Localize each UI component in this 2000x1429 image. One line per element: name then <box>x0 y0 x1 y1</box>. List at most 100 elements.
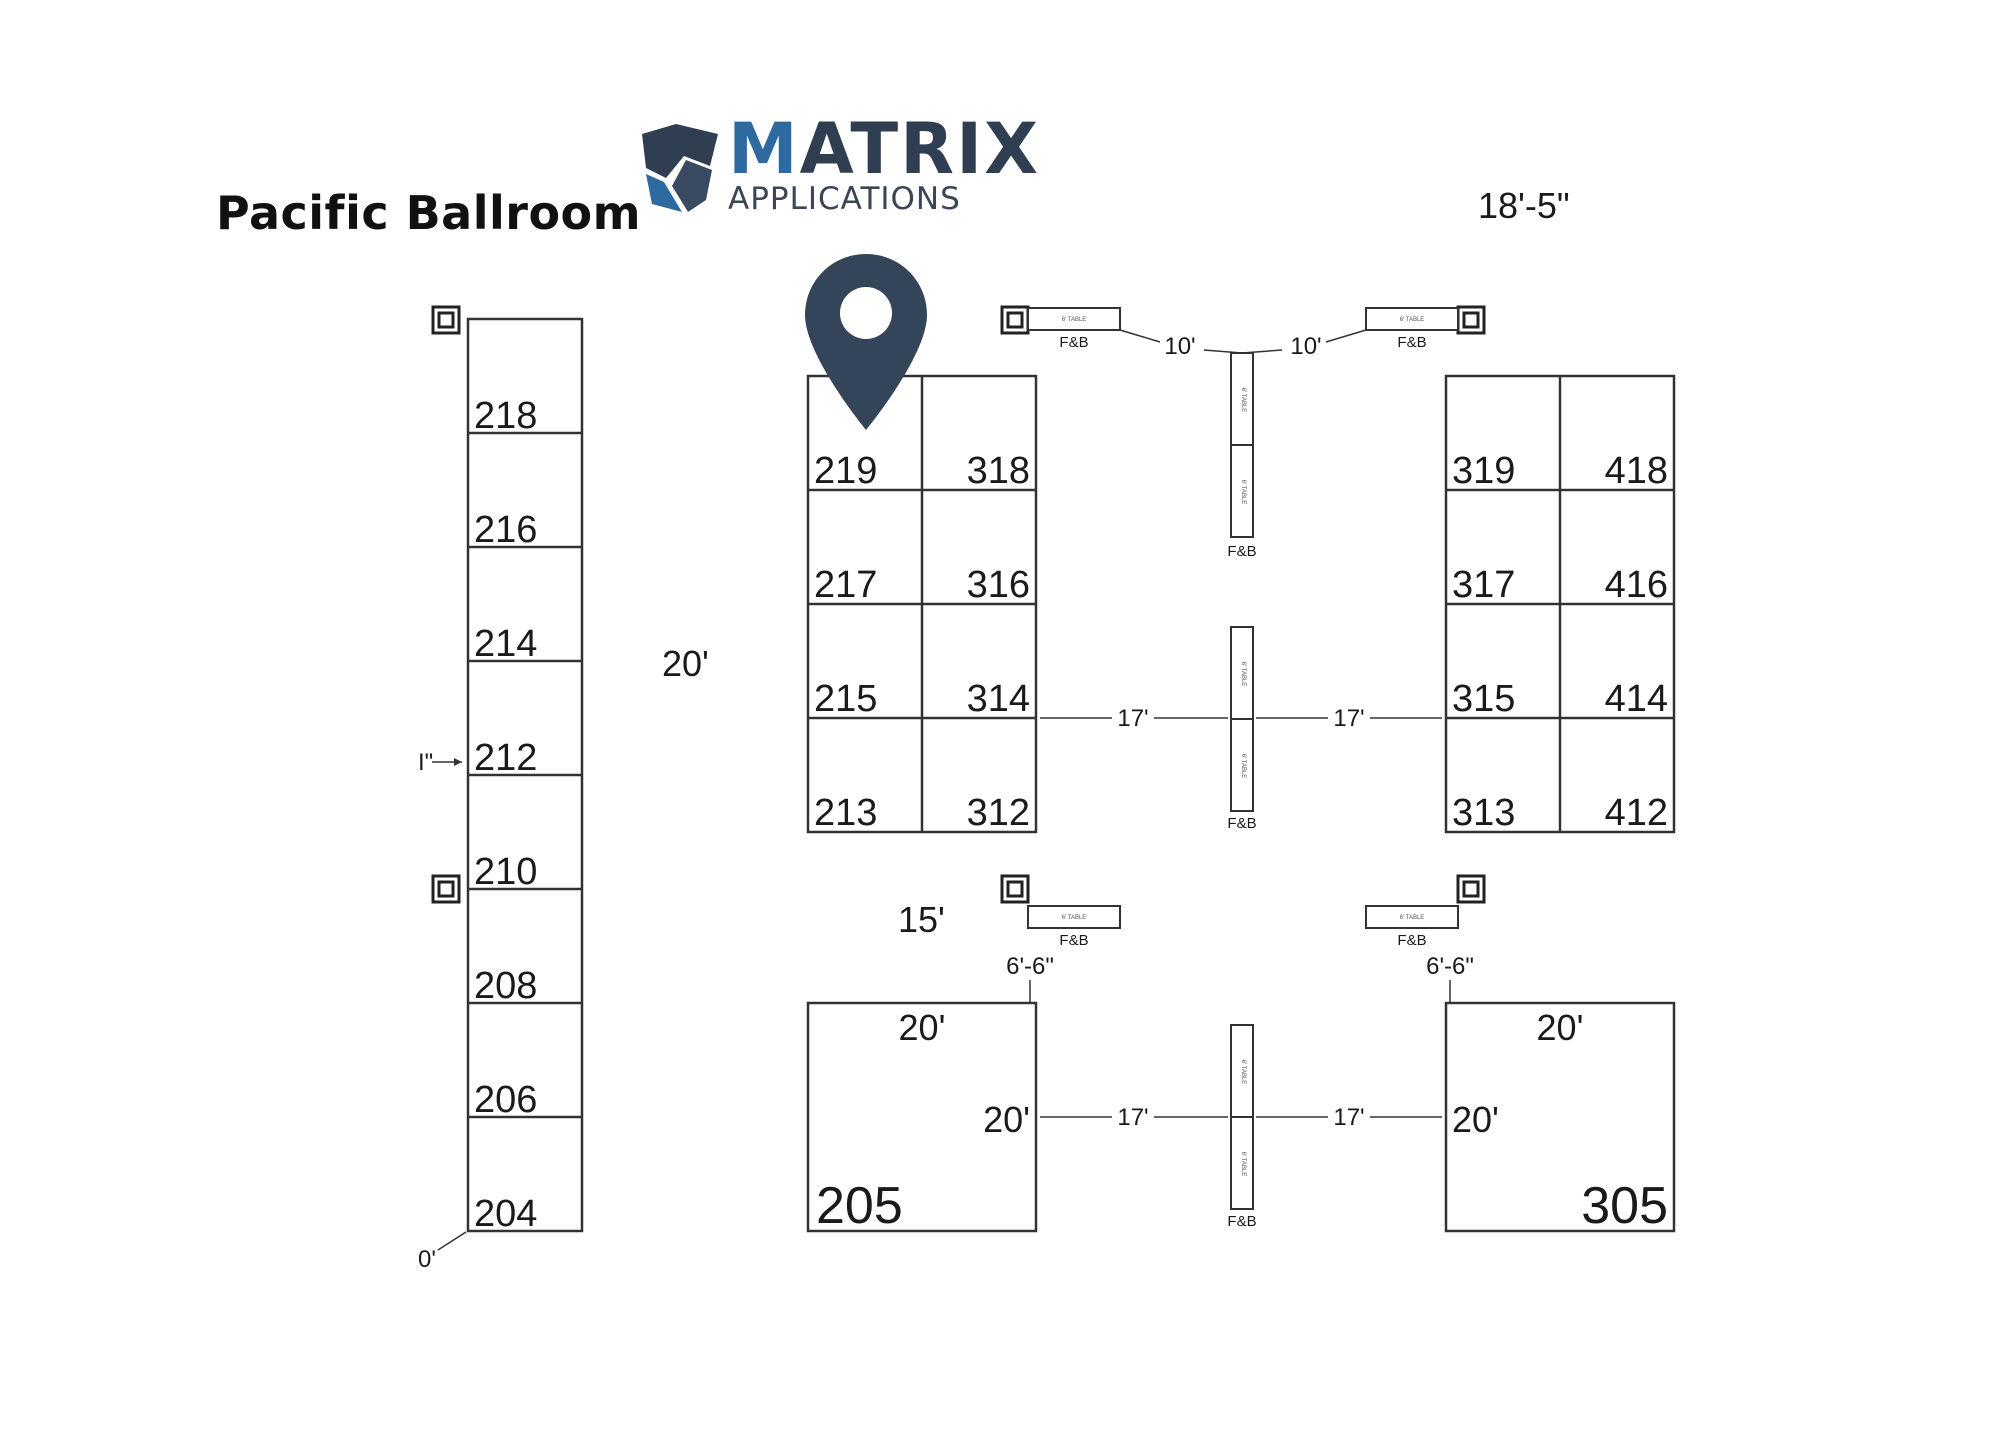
booth-418[interactable]: 418 <box>1605 450 1668 492</box>
aisle-dimension-15: 15' <box>898 899 945 940</box>
booth-312[interactable]: 312 <box>967 792 1030 834</box>
fb-label-center-bottom: F&B <box>1227 1213 1256 1230</box>
edge-partial-bottom: 0' <box>418 1246 436 1273</box>
booth-210[interactable]: 210 <box>474 851 537 893</box>
island-205-outline <box>806 1001 1038 1233</box>
vertical-table <box>1230 1116 1254 1210</box>
booth-414[interactable]: 414 <box>1605 678 1668 720</box>
pillar-inner <box>1006 311 1024 329</box>
pillar-inner <box>1462 880 1480 898</box>
logo-word-matrix: MATRIX <box>728 114 1040 184</box>
booth-313[interactable]: 313 <box>1452 792 1515 834</box>
edge-arrow-bottom <box>437 1231 467 1251</box>
top-dimension-lines <box>1119 329 1367 354</box>
table-label-vertical: 6' TABLE <box>1240 754 1246 779</box>
horizontal-table <box>1365 307 1459 331</box>
offset-66-left: 6'-6" <box>1006 953 1054 980</box>
fb-label-center-top: F&B <box>1227 543 1256 560</box>
pillar-inner <box>437 880 455 898</box>
fb-label-top-left: F&B <box>1059 334 1088 351</box>
aisle-17-mid-right: 17' <box>1333 705 1364 732</box>
booth-319[interactable]: 319 <box>1452 450 1515 492</box>
horizontal-table <box>1365 905 1459 929</box>
island-305-outline <box>1444 1001 1676 1233</box>
booth-217[interactable]: 217 <box>814 564 877 606</box>
booth-215[interactable]: 215 <box>814 678 877 720</box>
side-dimension: 20' <box>662 643 709 684</box>
booth-314[interactable]: 314 <box>967 678 1030 720</box>
left-booth-column <box>466 317 584 1233</box>
pillar-inner <box>437 311 455 329</box>
pillar <box>1456 305 1486 335</box>
vertical-table <box>1230 444 1254 538</box>
edge-partial-left: I" <box>418 749 433 776</box>
vertical-table <box>1230 718 1254 812</box>
pillar-inner <box>1462 311 1480 329</box>
horizontal-tables <box>1027 307 1459 929</box>
aisle-17-mid-left: 17' <box>1117 705 1148 732</box>
booth-412[interactable]: 412 <box>1605 792 1668 834</box>
right-booth-block <box>1444 374 1676 834</box>
pillar-inner <box>1006 880 1024 898</box>
fb-label-bottom-right: F&B <box>1397 932 1426 949</box>
island-305-depth: 20' <box>1452 1099 1499 1140</box>
aisle-10-left: 10' <box>1164 333 1195 360</box>
table-label-vertical: 6' TABLE <box>1240 1060 1246 1085</box>
booth-208[interactable]: 208 <box>474 965 537 1007</box>
booth-216[interactable]: 216 <box>474 509 537 551</box>
matrix-applications-logo: MATRIX APPLICATIONS <box>636 114 1056 230</box>
booth-204[interactable]: 204 <box>474 1193 537 1235</box>
booth-317[interactable]: 317 <box>1452 564 1515 606</box>
table-label: 6' TABLE <box>1400 915 1425 921</box>
aisle-17-bottom-left: 17' <box>1117 1104 1148 1131</box>
booth-213[interactable]: 213 <box>814 792 877 834</box>
booth-214[interactable]: 214 <box>474 623 537 665</box>
edge-arrowhead <box>454 758 462 766</box>
booth-318[interactable]: 318 <box>967 450 1030 492</box>
booth-305[interactable]: 305 <box>1581 1177 1668 1235</box>
booth-205[interactable]: 205 <box>816 1177 903 1235</box>
booth-206[interactable]: 206 <box>474 1079 537 1121</box>
room-title: Pacific Ballroom <box>216 186 642 240</box>
table-label-vertical: 6' TABLE <box>1240 480 1246 505</box>
booth-218[interactable]: 218 <box>474 395 537 437</box>
pillar <box>1000 305 1030 335</box>
pillar <box>1000 874 1030 904</box>
island-205-depth: 20' <box>983 1099 1030 1140</box>
booth-212[interactable]: 212 <box>474 737 537 779</box>
pillar <box>1456 874 1486 904</box>
offset-66-right: 6'-6" <box>1426 953 1474 980</box>
table-label-vertical: 6' TABLE <box>1240 1152 1246 1177</box>
booth-315[interactable]: 315 <box>1452 678 1515 720</box>
island-305-width: 20' <box>1537 1007 1584 1048</box>
table-label: 6' TABLE <box>1062 317 1087 323</box>
booth-219[interactable]: 219 <box>814 450 877 492</box>
island-booths <box>806 1001 1676 1233</box>
table-label: 6' TABLE <box>1400 317 1425 323</box>
map-pin-hole <box>840 287 892 339</box>
logo-mark-icon <box>642 124 718 212</box>
fb-label-center-mid: F&B <box>1227 815 1256 832</box>
logo-m: M <box>728 108 800 190</box>
booth-316[interactable]: 316 <box>967 564 1030 606</box>
logo-word-applications: APPLICATIONS <box>728 181 961 217</box>
fb-label-bottom-left: F&B <box>1059 932 1088 949</box>
aisle-17-bottom-right: 17' <box>1333 1104 1364 1131</box>
fb-label-top-right: F&B <box>1397 334 1426 351</box>
horizontal-table <box>1027 307 1121 331</box>
logo-atrix: ATRIX <box>799 108 1041 190</box>
center-vertical-tables <box>1230 352 1254 1210</box>
table-label-vertical: 6' TABLE <box>1240 388 1246 413</box>
pillar <box>431 305 461 335</box>
left-booth-block <box>806 374 1038 834</box>
top-dimension: 18'-5" <box>1478 185 1570 226</box>
horizontal-table <box>1027 905 1121 929</box>
aisle-10-right: 10' <box>1290 333 1321 360</box>
island-205-width: 20' <box>899 1007 946 1048</box>
booth-416[interactable]: 416 <box>1605 564 1668 606</box>
map-pin-icon[interactable] <box>805 254 927 430</box>
table-label-vertical: 6' TABLE <box>1240 662 1246 687</box>
pillar <box>431 874 461 904</box>
